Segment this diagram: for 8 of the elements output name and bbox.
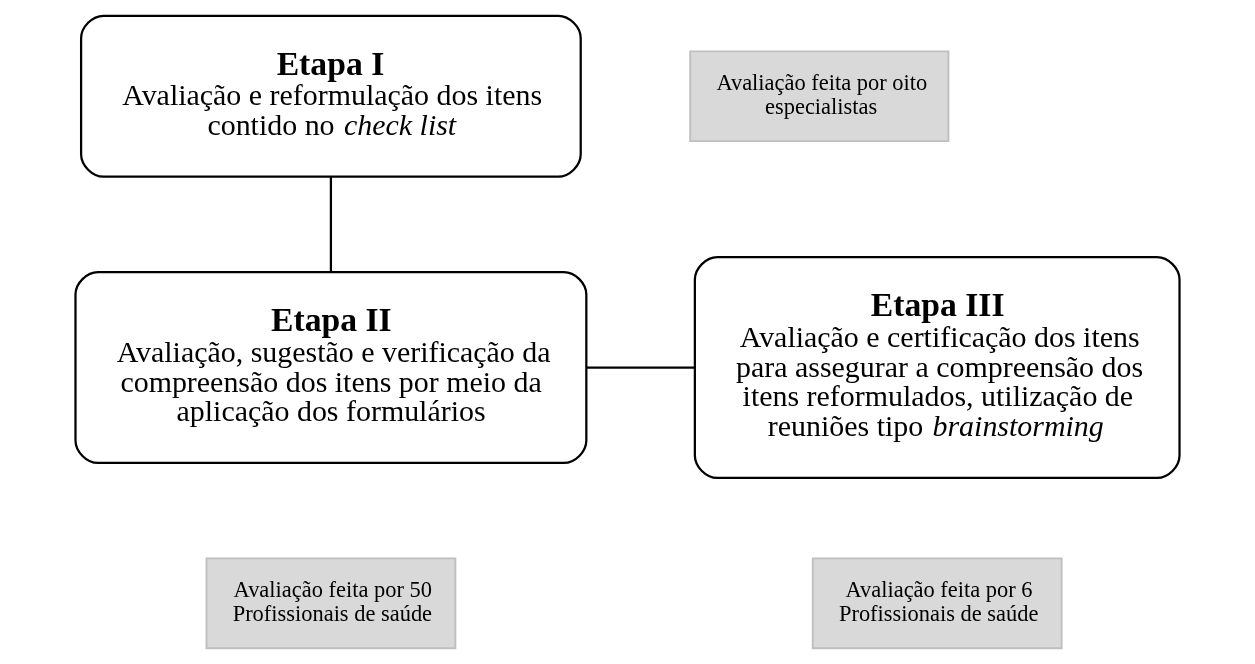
connector xyxy=(329,176,333,272)
node-box: Avaliação feita por oito especialistas xyxy=(689,50,950,143)
connector xyxy=(586,366,695,369)
node-box: Avaliação feita por 6 Profissionais de saúde xyxy=(811,557,1063,650)
node-box: Avaliação feita por 50 Profissionais de saúde xyxy=(205,557,457,650)
node-box: Etapa II Avaliação, sugestão e verificação da compreensão dos itens por meio da aplicação dos formulários xyxy=(74,271,588,465)
node-box: Etapa III Avaliação e certificação dos itens para assegurar a compreensão dos itens reformulados, utilização de reuniões tipo brainstorming xyxy=(693,256,1181,480)
node-box: Etapa I Avaliação e reformulação dos itens contido no check list xyxy=(79,14,582,178)
